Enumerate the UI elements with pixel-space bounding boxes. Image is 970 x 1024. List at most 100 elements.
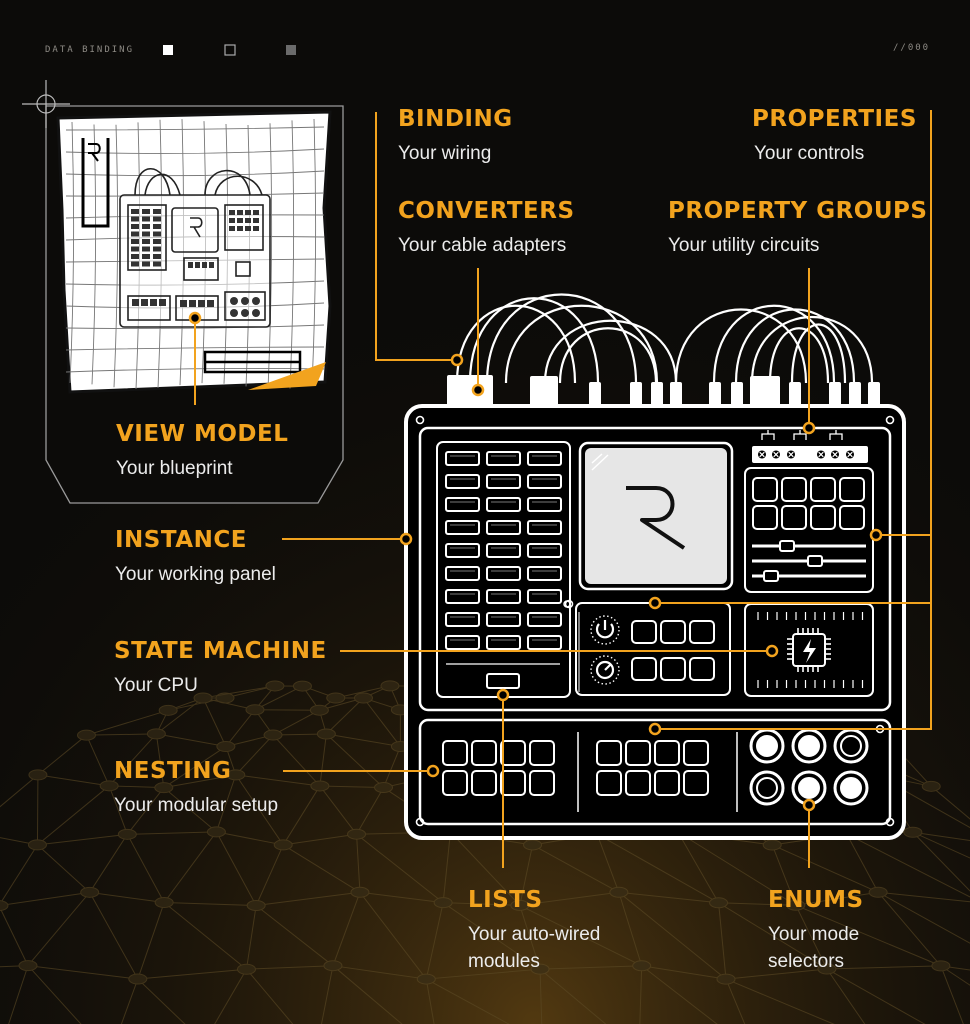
mesh-line [137,968,247,980]
properties-title: PROPERTIES [752,106,917,132]
mesh-line [282,785,321,846]
key-bank-key [445,566,480,581]
nesting-key [471,740,497,766]
nesting-key [500,740,526,766]
mesh-line [335,685,391,699]
paper-grid-h [65,170,325,177]
blueprint-folded-corner [248,362,326,390]
screw [885,415,895,425]
sketch-key [142,261,150,267]
mesh-line [86,734,110,787]
mesh-node [273,839,293,851]
mesh-line [319,785,384,789]
screen-glare [591,453,609,471]
mesh-line [272,709,320,736]
mesh-line [677,831,720,904]
header-squares [163,44,296,56]
mesh-line [254,685,303,711]
property-group-strip [752,430,868,463]
mesh-node [632,960,652,972]
sketch-key [153,231,161,237]
list-slot-key [486,673,520,689]
mesh-node [27,839,47,851]
control-key [631,620,657,644]
dial-icon [590,655,620,685]
connector-binding [375,112,457,361]
mesh-line [363,697,401,747]
control-key [689,620,715,644]
sketch-key [153,239,161,244]
mesh-node [709,897,729,909]
mesh-line [618,891,719,904]
mesh-line [912,831,970,859]
mesh-line [246,965,333,970]
property-groups-subtitle: Your utility circuits [668,235,820,256]
connector-dot [450,353,464,367]
mesh-node [433,897,453,909]
property-key [781,477,807,502]
mesh-line [912,831,970,892]
cable [768,327,830,384]
mesh-node [786,899,806,911]
mesh-line [877,891,970,944]
mesh-line [27,892,91,966]
mesh-line [539,968,607,1024]
mesh-line [532,844,620,893]
connector-dot [648,596,662,610]
slider-thumb-2[interactable] [807,555,823,567]
mesh-line [0,844,38,905]
mesh-line [137,978,186,1024]
sketch-key [202,262,207,268]
mesh-node [216,740,236,752]
mesh-line [519,891,619,906]
r-logo-icon [626,486,686,550]
mesh-line [0,891,90,906]
mesh-line [8,965,29,1024]
key-bank-key [527,520,562,535]
mesh-line [120,978,139,1024]
label-binding: BINDING Your wiring [398,106,513,167]
paper-grid-h [65,148,325,154]
mesh-line [163,746,227,789]
key-bank-key [527,635,562,650]
slider-thumb-1[interactable] [779,540,795,552]
mesh-line [127,831,217,835]
blueprint-border-mark [81,138,110,228]
mesh-line [383,746,401,788]
key-bank-keys [445,451,562,650]
mesh-line [725,968,827,980]
mesh-node [80,886,100,898]
mesh-line [235,774,284,846]
indicator-square-outline [224,44,236,56]
property-key [810,505,836,530]
view-model-subtitle: Your blueprint [116,458,233,479]
mesh-line [137,902,165,980]
connector-dot [426,764,440,778]
mesh-line [86,709,169,736]
mesh-node [245,704,265,716]
view-model-title: VIEW MODEL [116,421,289,447]
key-bank-key [486,520,521,535]
mesh-line [425,978,435,1024]
slider-thumb-3[interactable] [763,570,779,582]
nesting-key [683,770,709,796]
mesh-line [519,904,642,967]
connector-lines [194,110,932,868]
indicator-square-filled [163,45,173,55]
nesting-keys [442,740,709,796]
mesh-line [826,968,866,1024]
nesting-key [529,770,555,796]
mesh-line [332,965,427,980]
sketch-key [131,246,139,252]
sketch-knob [241,297,249,305]
mesh-line [795,904,942,967]
paper-grid-v [311,118,317,387]
key-bank-key [445,497,480,512]
mesh-node [530,963,550,975]
mesh-line [27,965,82,1024]
label-view-model: VIEW MODEL Your blueprint [116,421,288,482]
key-bank-key [445,612,480,627]
label-property-groups: PROPERTY GROUPS Your utility circuits [668,198,927,259]
converters-subtitle: Your cable adapters [398,235,567,256]
nesting-key [471,770,497,796]
